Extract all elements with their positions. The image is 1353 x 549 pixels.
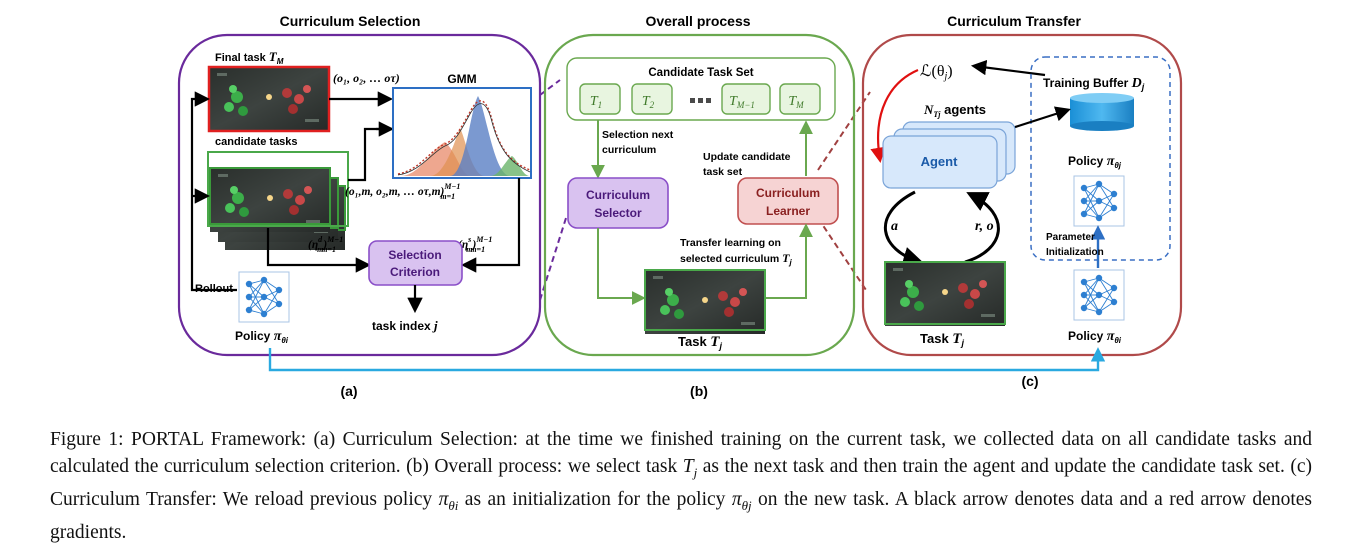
task-j-thumbnail-b <box>644 269 766 334</box>
reward-obs-label: r, o <box>975 219 994 234</box>
panel-a-border <box>177 33 542 357</box>
gmm-label: GMM <box>447 72 476 86</box>
arrow-gradient <box>870 68 919 164</box>
task-chip <box>579 83 621 115</box>
param-init-line2: Initialization <box>1046 247 1104 258</box>
selection-criterion-line2: Criterion <box>390 265 440 279</box>
panel-b-title: Overall process <box>645 13 750 29</box>
arrow-reward-obs <box>964 192 1000 264</box>
panel-c-tag: (c) <box>1021 373 1038 389</box>
arrow-rollout-final <box>190 91 237 292</box>
final-task-label: Final task TM <box>215 49 284 66</box>
policy-i-network-icon-c <box>1073 269 1125 321</box>
arrow-task-to-learner <box>763 223 813 299</box>
task-j-label-c: Task Tj <box>920 331 964 348</box>
panel-c-title: Curriculum Transfer <box>947 13 1081 29</box>
arrow-action <box>884 190 925 268</box>
task-chip <box>779 83 821 115</box>
training-buffer-cylinder-icon <box>1070 93 1134 131</box>
obs-final-label: (o₁, o₂, … oτ) <box>333 71 400 85</box>
panel-c-border <box>861 33 1183 357</box>
arrow-selector-to-task <box>597 228 646 305</box>
panel-curriculum-transfer: Curriculum Transfer ℒ(θj) Training Buffe… <box>861 13 1183 389</box>
transfer-line1: Transfer learning on <box>680 237 781 249</box>
agent-stack <box>882 121 1016 189</box>
task-chip-label: TM−1 <box>729 94 755 110</box>
task-chip <box>631 83 673 115</box>
task-chip-label: T1 <box>590 94 602 110</box>
training-region-dashed <box>1030 56 1171 261</box>
figure-caption: Figure 1: PORTAL Framework: (a) Curricul… <box>50 429 1312 543</box>
arrow-candidates-to-criterion <box>266 228 372 273</box>
training-buffer-label: Training Buffer Dj <box>1043 76 1145 92</box>
gmm-plot <box>392 87 532 179</box>
panel-curriculum-selection: Curriculum Selection Final task TM (o₁, … <box>177 13 542 399</box>
loss-label: ℒ(θj) <box>920 63 953 82</box>
arrow-gmm-to-criterion <box>460 178 521 273</box>
transfer-line2: selected curriculum Tj <box>680 251 792 267</box>
update-set-line2: task set <box>703 166 743 178</box>
candidate-task-stack <box>209 167 346 250</box>
update-set-line1: Update candidate <box>703 151 791 163</box>
task-j-label-b: Task Tj <box>678 334 722 351</box>
policy-i-network-icon <box>238 271 290 323</box>
selector-line1: Curriculum <box>586 188 650 202</box>
agent-label: Agent <box>921 154 959 169</box>
candidate-task-thumbnail <box>209 167 331 232</box>
arrow-candidates-merge <box>348 127 392 182</box>
connector-b-c-top <box>817 91 871 171</box>
task-chip <box>721 83 771 115</box>
rollout-label: Rollout <box>195 283 233 295</box>
task-chips: T1 T2 TM−1 TM <box>579 83 821 115</box>
connector-b-c-bottom <box>817 217 867 291</box>
arrow-buffer-to-loss <box>970 59 1046 77</box>
learner-line1: Curriculum <box>756 186 820 200</box>
final-task-thumbnail <box>207 65 331 133</box>
curriculum-learner-box <box>737 177 839 225</box>
panel-a-title: Curriculum Selection <box>280 13 421 29</box>
selector-line2: Selector <box>594 206 642 220</box>
panel-b-tag: (b) <box>690 383 708 399</box>
task-chip-label: T2 <box>642 94 655 110</box>
selection-criterion-line1: Selection <box>388 248 441 262</box>
candidate-tasks-label: candidate tasks <box>215 136 298 148</box>
task-index-label: task index j <box>372 318 438 333</box>
agents-count-label: NTj agents <box>923 102 986 119</box>
agent-box <box>882 135 998 189</box>
curriculum-selector-box <box>567 177 669 229</box>
policy-j-network-icon <box>1073 175 1125 227</box>
connector-a-b-top <box>539 79 561 96</box>
panel-b-border <box>543 33 856 357</box>
selection-next-line1: Selection next <box>602 129 674 141</box>
policy-transfer-link <box>268 347 1106 372</box>
policy-i-label-a: Policy πθi <box>235 329 289 345</box>
policy-j-label: Policy πθj <box>1068 154 1122 170</box>
candidate-task-set-label: Candidate Task Set <box>648 67 753 79</box>
ellipsis-icon <box>690 98 711 103</box>
learner-line2: Learner <box>766 204 810 218</box>
policy-i-label-c: Policy πθi <box>1068 329 1122 345</box>
portal-framework-diagram: Curriculum Selection Final task TM (o₁, … <box>177 13 1183 399</box>
action-label: a <box>891 219 898 234</box>
arrow-agent-to-buffer <box>1005 106 1071 132</box>
selection-next-line2: curriculum <box>602 144 656 156</box>
panel-a-tag: (a) <box>340 383 357 399</box>
task-chip-label: TM <box>788 94 804 110</box>
task-j-thumbnail-c <box>884 261 1006 326</box>
param-init-line1: Parameter <box>1046 232 1095 243</box>
